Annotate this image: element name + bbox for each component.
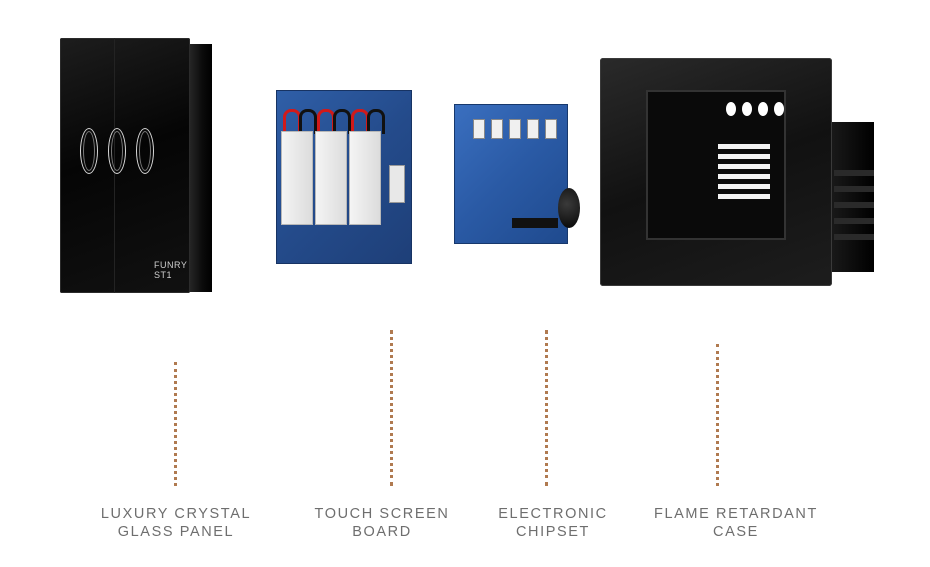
case-slot bbox=[718, 174, 770, 179]
relay-component bbox=[509, 119, 521, 139]
wire-black bbox=[367, 109, 385, 134]
touch-board-chip bbox=[389, 165, 405, 203]
brand-logo: FUNRY ST1 bbox=[154, 260, 188, 280]
touch-button-2-icon bbox=[108, 128, 126, 174]
relay-component bbox=[545, 119, 557, 139]
wire-black bbox=[299, 109, 317, 134]
case-fin bbox=[834, 202, 874, 208]
label-line: ELECTRONIC bbox=[498, 506, 608, 522]
touch-button-1-icon bbox=[80, 128, 98, 174]
case-image bbox=[600, 58, 875, 286]
case-fin bbox=[834, 218, 874, 224]
case-fin bbox=[834, 186, 874, 192]
label-chipset: ELECTRONIC CHIPSET bbox=[453, 505, 653, 541]
case-hole bbox=[774, 102, 784, 116]
case-frame bbox=[600, 58, 832, 286]
label-line: LUXURY CRYSTAL bbox=[100, 506, 252, 522]
label-case: FLAME RETARDANT CASE bbox=[636, 505, 836, 541]
leader-line-case bbox=[716, 344, 719, 486]
leader-line-touch-board bbox=[390, 330, 393, 486]
case-hole bbox=[758, 102, 768, 116]
touch-pad-2 bbox=[315, 131, 347, 225]
relay-component bbox=[473, 119, 485, 139]
case-fin bbox=[834, 234, 874, 240]
case-fin bbox=[834, 170, 874, 176]
case-back bbox=[830, 122, 874, 272]
label-line: GLASS PANEL bbox=[117, 524, 235, 540]
label-line: TOUCH SCREEN bbox=[314, 506, 450, 522]
relay-component bbox=[491, 119, 503, 139]
touch-board-image bbox=[272, 82, 414, 270]
label-line: CHIPSET bbox=[515, 524, 591, 540]
touch-pad-3 bbox=[349, 131, 381, 225]
pin-header bbox=[512, 218, 558, 228]
touch-board-pcb bbox=[276, 90, 412, 264]
capacitor bbox=[558, 188, 580, 228]
label-line: CASE bbox=[713, 524, 759, 540]
case-hole bbox=[726, 102, 736, 116]
glass-panel-image: FUNRY ST1 bbox=[60, 38, 212, 293]
leader-line-chipset bbox=[545, 330, 548, 486]
label-touch-board: TOUCH SCREEN BOARD bbox=[282, 505, 482, 541]
case-slot bbox=[718, 164, 770, 169]
label-line: BOARD bbox=[352, 524, 412, 540]
wire-black bbox=[333, 109, 351, 134]
chipset-image bbox=[450, 100, 590, 245]
glass-panel-side bbox=[188, 44, 212, 292]
leader-line-glass-panel bbox=[174, 362, 177, 486]
label-glass-panel: LUXURY CRYSTAL GLASS PANEL bbox=[76, 505, 276, 541]
relay-component bbox=[527, 119, 539, 139]
case-slot bbox=[718, 144, 770, 149]
label-line: FLAME RETARDANT bbox=[654, 506, 818, 522]
case-slot bbox=[718, 184, 770, 189]
case-hole bbox=[742, 102, 752, 116]
touch-pad-1 bbox=[281, 131, 313, 225]
case-slot bbox=[718, 194, 770, 199]
glass-panel-face: FUNRY ST1 bbox=[60, 38, 190, 293]
case-slot bbox=[718, 154, 770, 159]
touch-button-3-icon bbox=[136, 128, 154, 174]
